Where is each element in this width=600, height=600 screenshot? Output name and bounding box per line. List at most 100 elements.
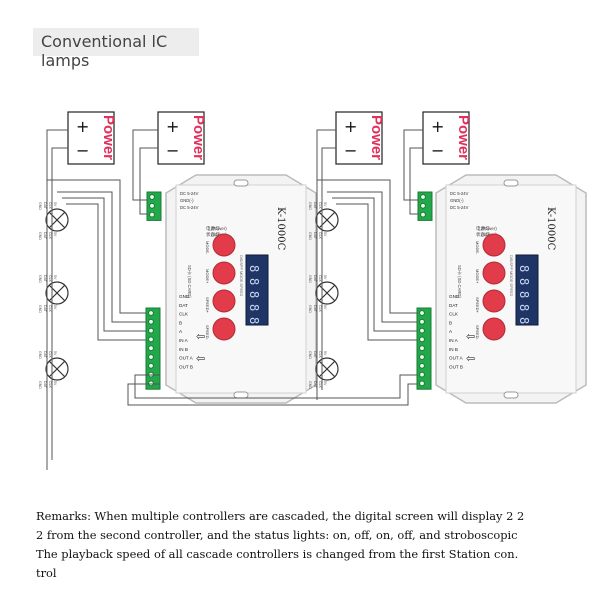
lamp-pin-label: 5V: [323, 232, 327, 237]
lamp-pin-label: CLK: [48, 351, 52, 359]
top-pin-label: GND(-): [180, 198, 194, 203]
power-label: Power: [368, 115, 385, 160]
mount-hole: [233, 179, 249, 187]
terminal-screw: [148, 345, 154, 352]
arrow-out-icon: ⇦: [196, 353, 205, 365]
power-box: [157, 111, 205, 165]
display-labels: DIS/SPP MODE SPEED: [509, 255, 513, 297]
mount-hole: [503, 391, 519, 399]
power-box: [67, 111, 115, 165]
controller-button: [212, 289, 236, 313]
power-supply: +−Power: [422, 111, 472, 165]
terminal-screw: [149, 202, 155, 209]
terminal-screw: [419, 327, 425, 334]
bottom-pin-label: IN A: [449, 338, 459, 343]
lamp-pin-label: CLK: [48, 275, 52, 283]
power-supply: +−Power: [67, 111, 117, 165]
terminal-screw: [148, 354, 154, 360]
wire: [316, 129, 336, 400]
digital-display: [515, 254, 539, 326]
terminal-screw: [419, 362, 425, 369]
indicator-label: 电源灯: [206, 225, 220, 232]
signal-terminal: [145, 307, 161, 390]
bottom-pin-label: GND: [179, 294, 190, 299]
lamp-pin-label: CLK: [48, 232, 52, 240]
minus-sign: −: [431, 141, 444, 160]
top-pin-label: GND(-): [450, 198, 464, 203]
terminal-screw: [419, 310, 425, 316]
button-label: SPEED+: [205, 297, 210, 314]
minus-sign: −: [76, 141, 89, 160]
power-terminal: [146, 191, 162, 221]
top-pin-label: DC 5-24V: [450, 205, 469, 210]
lamp-pin-label: 5V: [323, 351, 327, 356]
arrow-in-icon: ⇦: [466, 331, 475, 343]
terminal-screw: [419, 345, 425, 352]
bottom-pin-label: DAT: [179, 303, 188, 308]
lamp-pin-label: 5V: [323, 275, 327, 280]
remarks: Remarks: When multiple controllers are c…: [36, 507, 584, 583]
terminal-screw: [148, 380, 154, 387]
lamp-pin-label: 5V: [53, 381, 57, 386]
lamp-pin-label: GND: [38, 275, 42, 283]
lamp-pin-label: 5V: [53, 305, 57, 310]
terminal-screw: [148, 362, 154, 369]
terminal-screw: [148, 318, 154, 325]
wire: [132, 129, 158, 201]
wire: [62, 197, 146, 332]
plus-sign: +: [166, 117, 179, 136]
lamp-pin-label: 5V: [323, 305, 327, 310]
lamp-pin-label: DAT: [313, 305, 317, 313]
digital-display: [245, 254, 269, 326]
terminal-screw: [148, 310, 154, 316]
wire: [332, 197, 417, 332]
lamp-pin-label: 5V: [53, 351, 57, 356]
lamp-pin-label: DAT: [43, 351, 47, 359]
terminal-screw: [419, 371, 425, 378]
power-terminal: [417, 191, 433, 221]
lamp-pin-label: CLK: [318, 351, 322, 359]
arrow-out-icon: ⇦: [466, 353, 475, 365]
lamp-pin-label: DAT: [43, 275, 47, 283]
display-digit: 8: [517, 304, 531, 311]
plus-sign: +: [431, 117, 444, 136]
display-digit: 8: [247, 278, 261, 285]
wire: [57, 191, 146, 323]
bottom-pin-label: A: [449, 329, 453, 334]
lamp-pin-label: CLK: [318, 275, 322, 283]
lamp-pin-label: GND: [308, 202, 312, 210]
display-digit: 8: [247, 291, 261, 298]
lamp-pin-label: GND: [308, 351, 312, 359]
lamp-pin-label: GND: [38, 351, 42, 359]
minus-sign: −: [344, 141, 357, 160]
lamp-pin-label: 5V: [323, 202, 327, 207]
lamp-pin-label: GND: [38, 202, 42, 210]
bottom-pin-label: CLK: [179, 312, 189, 317]
terminal-screw: [148, 327, 154, 334]
lamp-pin-label: 5V: [53, 202, 57, 207]
mount-hole: [233, 391, 249, 399]
bottom-pin-label: OUT A: [449, 356, 464, 361]
top-pin-label: DC 5-24V: [450, 191, 469, 196]
lamp-pin-label: DAT: [313, 232, 317, 240]
lamp-pin-label: 5V: [53, 275, 57, 280]
bottom-pin-label: B: [179, 320, 182, 325]
terminal-screw: [419, 354, 425, 360]
button-label: MODE+: [475, 269, 480, 284]
wire: [327, 191, 417, 323]
wire: [409, 147, 423, 215]
terminal-screw: [148, 336, 154, 343]
terminal-screw: [420, 211, 426, 218]
wire: [66, 203, 146, 341]
wire: [321, 147, 336, 390]
indicator-label: (Status): [481, 232, 497, 237]
bottom-pin-label: A: [179, 329, 183, 334]
model-name: K-1000C: [545, 207, 556, 251]
controller-button: [212, 233, 236, 257]
power-supply: +−Power: [157, 111, 207, 165]
controller-button: [482, 261, 506, 285]
lamp-pin-label: DAT: [313, 381, 317, 389]
remarks-line: 2 from the second controller, and the st…: [36, 528, 518, 542]
